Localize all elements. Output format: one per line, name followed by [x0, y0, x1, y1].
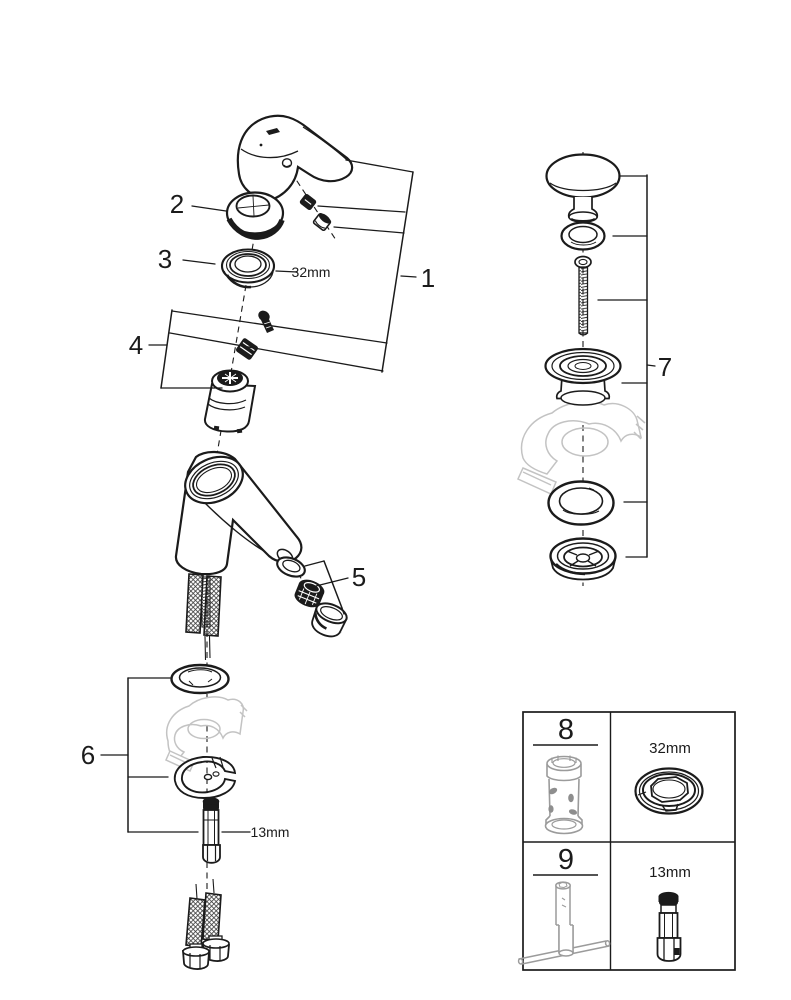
aerator-group — [276, 556, 348, 638]
body-top-opening — [184, 455, 244, 505]
cartridge-group — [203, 310, 274, 434]
leader-5-washer — [304, 560, 325, 567]
callout-6: 6 — [81, 740, 95, 770]
callout-4: 4 — [129, 330, 143, 360]
faucet-body — [174, 450, 303, 576]
nut-32mm — [634, 767, 704, 815]
callout-8: 8 — [558, 714, 574, 746]
drain-body-bottom — [549, 537, 617, 581]
escutcheon-ring — [225, 191, 285, 240]
leader-5-housing — [341, 607, 345, 615]
aerator-washer — [276, 556, 306, 578]
callout-lines — [100, 159, 656, 833]
faucet-assembly — [170, 114, 354, 970]
callout-5: 5 — [352, 562, 366, 592]
supply-hoses-upper — [185, 573, 222, 661]
cartridge-screw — [258, 310, 274, 333]
cartridge-adapter — [236, 338, 258, 360]
drain-screw — [574, 255, 592, 336]
mounting-group — [170, 663, 237, 864]
dimension-13mm-main: 13mm — [251, 824, 290, 840]
bracket-4 — [160, 309, 173, 389]
tools-box-frame — [522, 711, 736, 971]
leader-32mm — [275, 270, 298, 273]
tick-1 — [400, 275, 417, 278]
tool-socket-wrench — [544, 755, 584, 835]
tools-box: 8 9 32mm 13mm — [517, 711, 736, 971]
set-screw-group — [299, 193, 332, 232]
ghost-basin-right — [517, 400, 646, 496]
bracket-1 — [381, 171, 414, 373]
callout-9: 9 — [558, 844, 574, 876]
leader-1-handle — [345, 159, 414, 173]
leader-5-insert — [315, 577, 349, 587]
handle-screw-hole — [281, 158, 293, 168]
aerator-insert — [294, 579, 325, 608]
drain-assembly — [544, 153, 622, 581]
aerator-housing — [311, 602, 348, 638]
leader-1-screw — [317, 205, 406, 213]
axis-handle-screw — [290, 171, 337, 241]
callout-3: 3 — [158, 244, 172, 274]
bracket-5 — [323, 560, 343, 609]
drain-gasket — [547, 480, 615, 526]
cartridge — [203, 369, 257, 434]
mounting-stud-13mm — [202, 797, 221, 864]
dimension-32mm-box: 32mm — [649, 740, 691, 757]
dimension-13mm-box: 13mm — [649, 864, 691, 881]
handle-lever — [236, 114, 354, 203]
callout-7: 7 — [658, 352, 672, 382]
handle-slot — [266, 128, 280, 135]
drain-flange — [544, 347, 622, 406]
tool-stud-wrench — [517, 881, 611, 965]
retaining-nut-32mm — [220, 248, 276, 289]
hose-nut-left — [182, 943, 210, 970]
stud-13mm-box — [656, 891, 682, 962]
leader-3 — [182, 259, 216, 265]
leader-4-screw — [171, 310, 388, 344]
leader-1-nut — [333, 226, 405, 234]
tick-7 — [646, 364, 656, 367]
callout-labels: 1 2 3 4 5 6 7 32mm 13mm — [81, 189, 672, 840]
leader-4-adapter — [169, 332, 384, 372]
callout-1: 1 — [421, 263, 435, 293]
mounting-clamp — [173, 756, 237, 799]
base-o-ring — [170, 663, 230, 695]
callout-2: 2 — [170, 189, 184, 219]
leader-2 — [191, 205, 227, 212]
drain-o-ring — [560, 221, 606, 251]
drain-plug-cap — [545, 153, 621, 223]
supply-hoses-lower — [182, 878, 230, 970]
set-screw-nut — [312, 212, 332, 232]
dimension-32mm-main: 32mm — [292, 264, 331, 280]
set-screw — [299, 193, 317, 211]
